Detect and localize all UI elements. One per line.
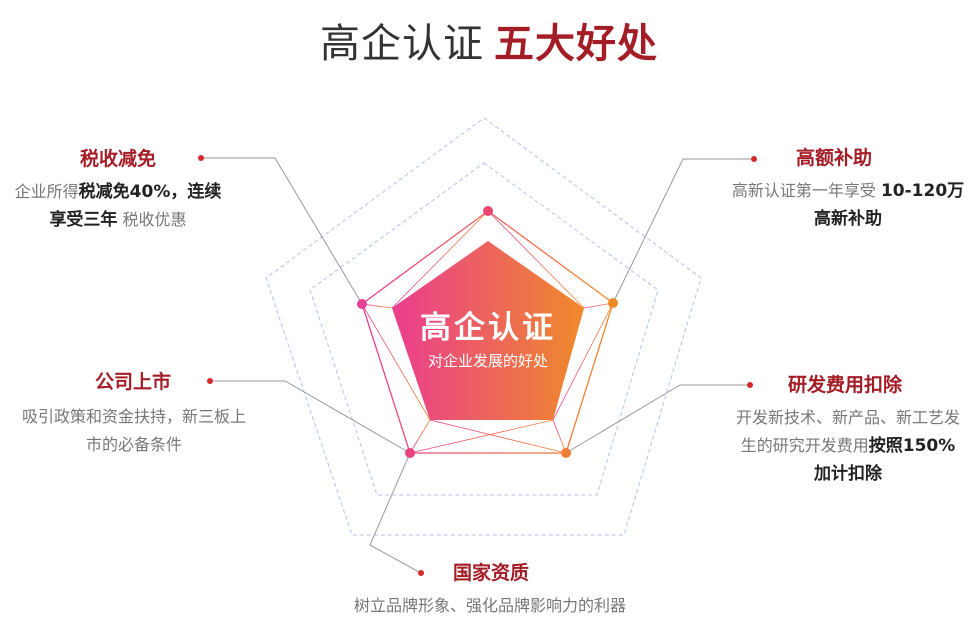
benefit-subsidy-text: 高新认证第一年享受 <box>731 181 876 200</box>
benefit-brand: 国家资质 树立品牌形象、强化品牌影响力的利器 <box>330 558 650 620</box>
benefit-tax-line1: 企业所得税减免40%，连续 <box>0 178 236 206</box>
benefit-subsidy-highlight: 10-120万 <box>880 181 965 201</box>
title-main: 高企认证 <box>320 21 484 67</box>
label-dot-subsidy <box>751 156 757 162</box>
benefit-tax-highlight-2: 享受三年 <box>49 210 118 230</box>
benefit-subsidy: 高额补助 高新认证第一年享受 10-120万 高新补助 <box>718 143 978 233</box>
benefit-brand-heading: 国家资质 <box>453 562 530 584</box>
benefit-rnd-line2: 生的研究开发费用按照150% <box>718 432 978 460</box>
label-dot-rnd <box>747 382 753 388</box>
benefit-brand-line1: 树立品牌形象、强化品牌影响力的利器 <box>353 596 626 615</box>
page-title: 高企认证五大好处 <box>0 14 978 74</box>
label-dot-tax <box>198 155 204 161</box>
center-title: 高企认证 <box>420 310 556 346</box>
benefit-listing-heading: 公司上市 <box>95 371 172 393</box>
benefit-tax-highlight: 税减免40%，连续 <box>78 182 222 202</box>
benefit-tax-text-2: 税收优惠 <box>122 210 187 229</box>
vertex-dot-right <box>608 298 618 308</box>
benefit-listing-line2: 市的必备条件 <box>85 435 182 454</box>
benefit-rnd-text: 生的研究开发费用 <box>740 436 869 455</box>
benefit-tax-heading: 税收减免 <box>79 148 156 170</box>
vertex-dot-bottom-left <box>405 448 415 458</box>
benefit-rnd-heading: 研发费用扣除 <box>788 374 903 396</box>
grid-pentagon-outer <box>265 117 702 536</box>
benefit-rnd-highlight: 按照150% <box>868 436 956 456</box>
vertex-dot-bottom-right <box>561 448 571 458</box>
title-highlight: 五大好处 <box>494 21 658 67</box>
label-dot-listing <box>207 378 213 384</box>
benefit-pentagon <box>361 210 614 454</box>
benefit-subsidy-line2: 高新补助 <box>814 209 882 229</box>
vertex-dot-left <box>357 299 367 309</box>
core-pentagon <box>392 241 584 420</box>
benefit-tax-line2: 享受三年 税收优惠 <box>0 206 236 234</box>
grid-pentagon-inner <box>309 162 659 496</box>
connector-lines <box>201 157 754 574</box>
center-subtitle: 对企业发展的好处 <box>427 352 548 370</box>
benefit-listing-line1: 吸引政策和资金扶持，新三板上 <box>21 407 246 426</box>
benefit-listing: 公司上市 吸引政策和资金扶持，新三板上 市的必备条件 <box>0 367 268 459</box>
label-dot-brand <box>418 570 424 576</box>
vertex-dot-top <box>483 206 493 216</box>
benefit-subsidy-heading: 高额补助 <box>796 147 873 169</box>
benefit-rnd: 研发费用扣除 开发新技术、新产品、新工艺发 生的研究开发费用按照150% 加计扣… <box>718 370 978 488</box>
benefit-tax: 税收减免 企业所得税减免40%，连续 享受三年 税收优惠 <box>0 144 236 234</box>
benefit-subsidy-line1: 高新认证第一年享受 10-120万 <box>718 177 978 205</box>
benefit-rnd-line3: 加计扣除 <box>814 464 882 484</box>
benefit-rnd-line1: 开发新技术、新产品、新工艺发 <box>735 408 960 427</box>
benefit-tax-text: 企业所得 <box>14 182 79 201</box>
